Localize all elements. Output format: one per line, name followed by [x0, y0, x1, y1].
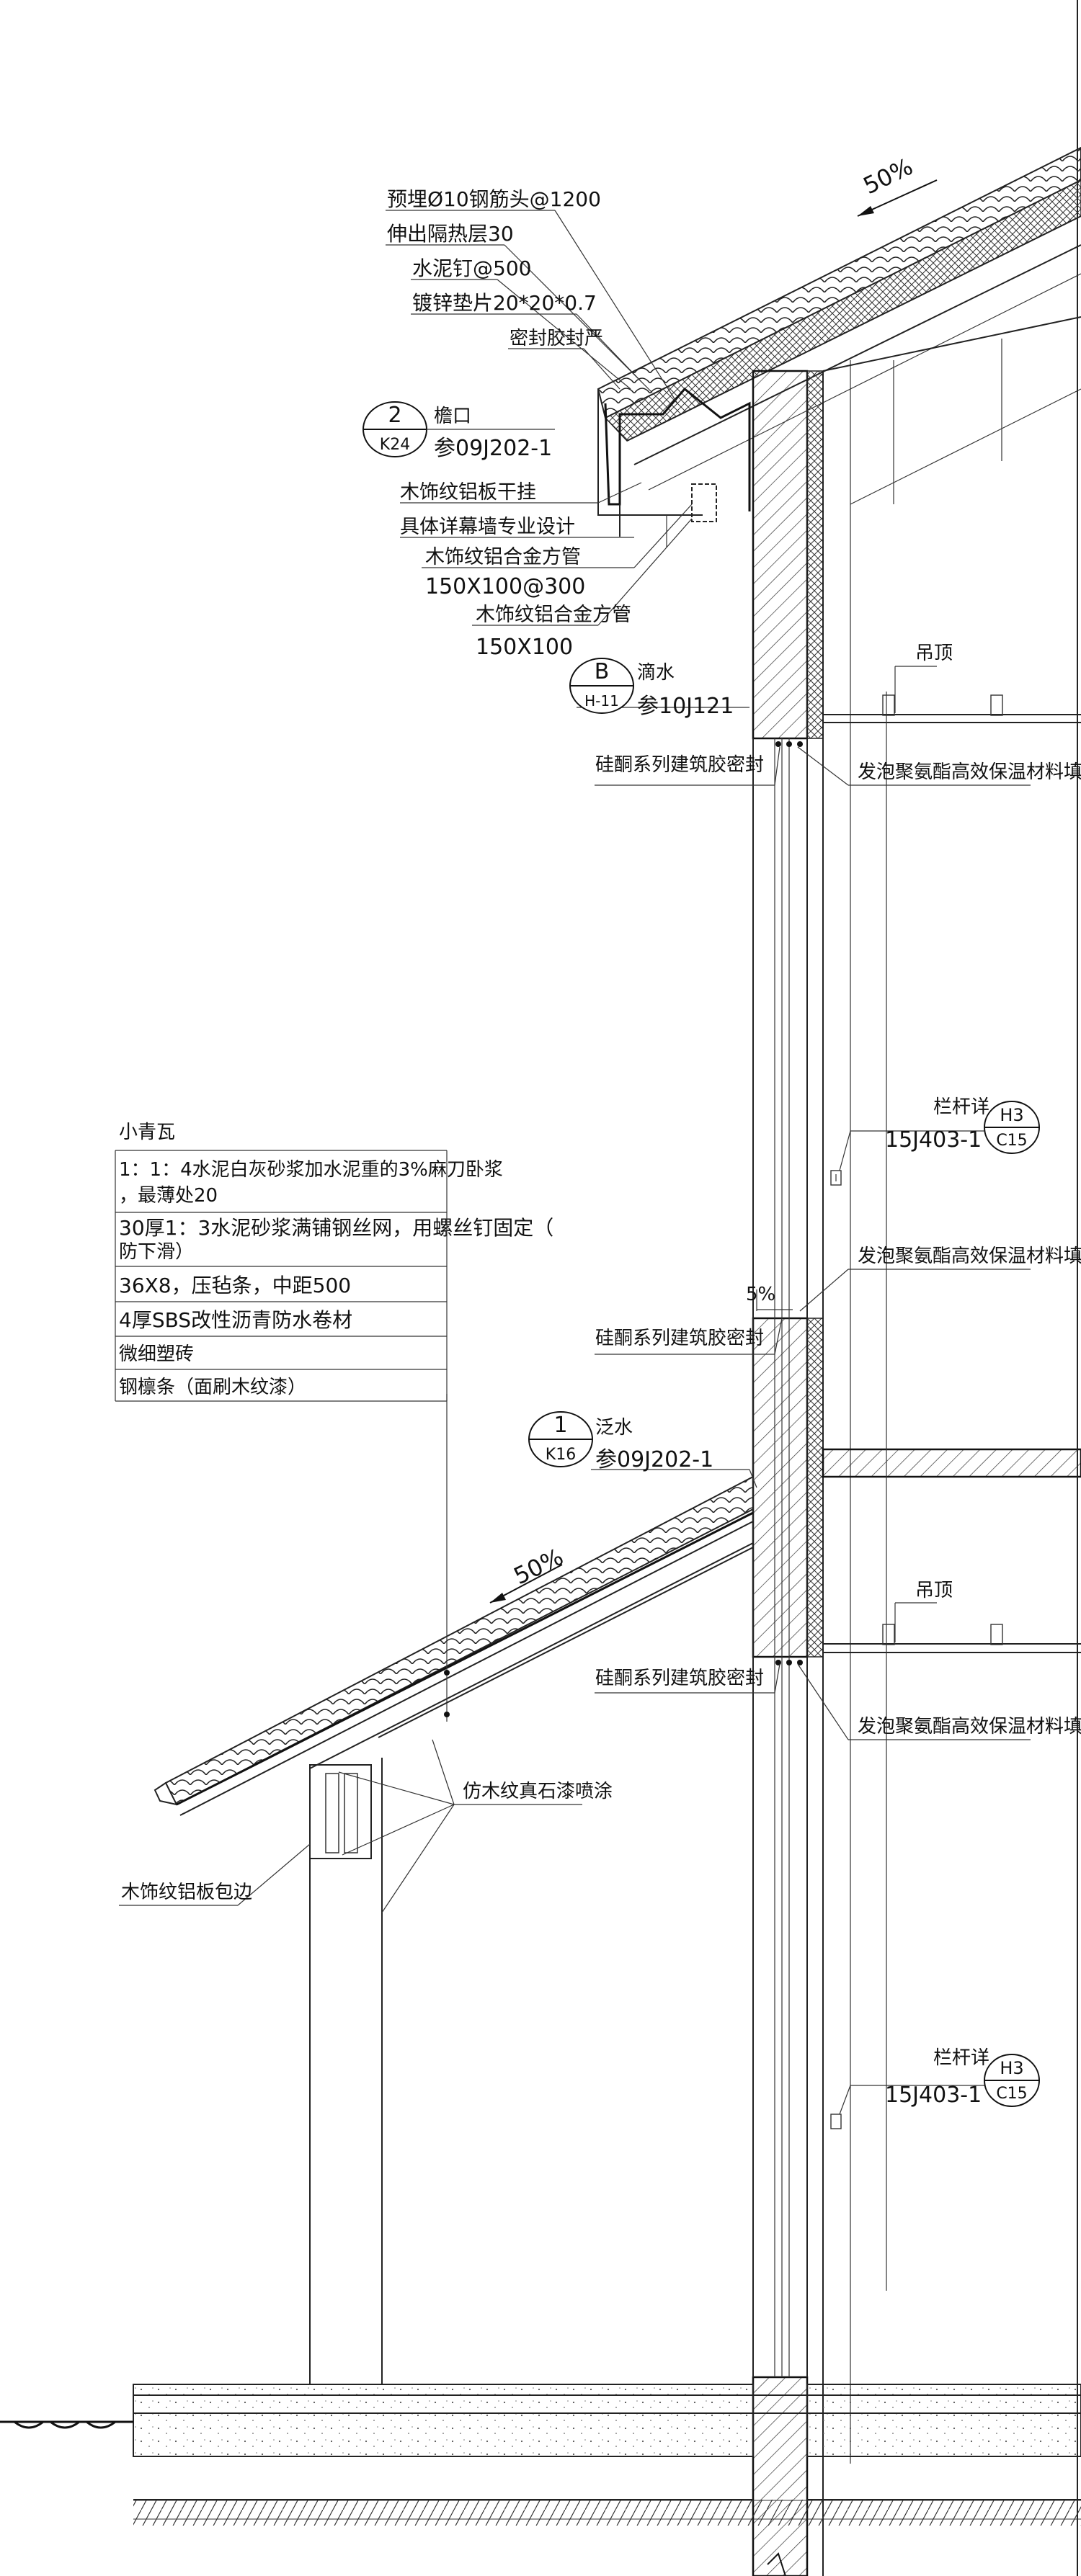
railing-ref-2-name: 栏杆详: [933, 2047, 989, 2069]
foam-label-3: 发泡聚氨酯高效保温材料填实: [858, 1716, 1081, 1738]
callout-washer: 镀锌垫片20*20*0.7: [412, 291, 597, 315]
grade-symbol: [0, 2420, 133, 2429]
lower-roof-tiles: [164, 1475, 754, 1806]
tube1-line1: 木饰纹铝合金方管: [425, 546, 581, 568]
ceiling-label-2: 吊顶: [915, 1580, 953, 1601]
roof-layer-3: 36X8，压毡条，中距500: [119, 1274, 351, 1297]
eave-ref-name: 檐口: [434, 406, 471, 427]
roof-layer-2a: 30厚1：3水泥砂浆满铺钢丝网，用螺丝钉固定（: [119, 1216, 553, 1240]
lower-callouts: 仿木纹真石漆喷涂 木饰纹铝板包边: [121, 1781, 613, 1903]
floor-slab: [822, 1448, 1081, 1478]
column-capital: [309, 1764, 372, 1859]
slope-small-label: 5%: [746, 1284, 775, 1305]
roof-layer-1a: 1：1：4水泥白灰砂浆加水泥重的3%麻刀卧浆: [119, 1159, 503, 1181]
roof-layer-4: 4厚SBS改性沥青防水卷材: [119, 1308, 352, 1332]
drip-ref-atlas: 参10J121: [637, 694, 734, 719]
flashing-detail-ref: 1 K16 泛水 参09J202-1: [528, 1411, 713, 1472]
callout-sealant: 密封胶封严: [510, 328, 603, 349]
flashing-ref-number: 1: [553, 1413, 567, 1438]
railing-post-1: [830, 1170, 842, 1186]
flashing-ref-sheet: K16: [546, 1446, 576, 1464]
upper-wall-hatch: [752, 370, 809, 740]
wall-labels: 硅酮系列建筑胶密封 发泡聚氨酯高效保温材料填实 吊顶 发泡聚氨酯高效保温材料填实…: [510, 643, 1081, 1738]
mid-wall-hatch: [752, 1317, 809, 1658]
base-wall-hatch: [752, 2376, 809, 2576]
railing-ref-1-atlas: 15J403-1: [885, 1127, 982, 1153]
flashing-ref-atlas: 参09J202-1: [595, 1447, 713, 1472]
exterior-wall: [752, 360, 851, 2576]
roof-layer-5: 微细塑砖: [119, 1343, 194, 1365]
interior-structure: [822, 0, 1081, 2576]
ground-section: [0, 2384, 1081, 2576]
railing-ref-2: 栏杆详 15J403-1 H3 C15: [885, 2047, 1040, 2108]
ground-earth: [133, 2500, 1081, 2526]
railing-ref-1-name: 栏杆详: [933, 1096, 989, 1118]
eave-callouts: 预埋Ø10钢筋头@1200 伸出隔热层30 水泥钉@500 镀锌垫片20*20*…: [387, 153, 917, 349]
foam-label-2: 发泡聚氨酯高效保温材料填实: [858, 1245, 1081, 1267]
leader-lines: [119, 210, 1031, 2291]
upper-wall-insulation: [806, 370, 824, 739]
drip-ref-sheet: H-11: [584, 692, 619, 710]
edge-wrap-label: 木饰纹铝板包边: [121, 1882, 252, 1903]
lower-roof: [154, 1394, 754, 1816]
column-finish-label: 仿木纹真石漆喷涂: [463, 1781, 613, 1802]
eave-gutter: [597, 387, 751, 547]
callout-nail: 水泥钉@500: [412, 256, 531, 280]
eave-ref-number: 2: [388, 403, 401, 428]
sealant-label-1: 硅酮系列建筑胶密封: [595, 754, 764, 776]
eave-detail-ref: 2 K24 檐口 参09J202-1: [362, 401, 555, 461]
roof-layer-1b: ，最薄处20: [119, 1185, 218, 1207]
cladding-callouts: 木饰纹铝板干挂 具体详幕墙专业设计 木饰纹铝合金方管 150X100@300 木…: [400, 481, 634, 660]
eave-ref-atlas: 参09J202-1: [434, 436, 552, 461]
cladding-line1: 木饰纹铝板干挂: [400, 481, 536, 504]
railing-post-2: [830, 2114, 842, 2129]
eave-ref-sheet: K24: [380, 436, 410, 454]
roof-layers-title: 小青瓦: [119, 1122, 175, 1143]
tube1-line2: 150X100@300: [425, 574, 585, 599]
ceiling-label-1: 吊顶: [915, 643, 953, 664]
upper-roof-tiles: [597, 146, 1081, 419]
lower-column: [309, 1758, 383, 2384]
callout-extend: 伸出隔热层30: [387, 222, 514, 246]
roof-layers-table: 小青瓦 1：1：4水泥白灰砂浆加水泥重的3%麻刀卧浆 ，最薄处20 30厚1：3…: [115, 1122, 553, 1402]
railing-ref-2-top: H3: [1000, 2058, 1023, 2078]
ground-slab: [133, 2384, 754, 2457]
aluminum-tube-1: [691, 483, 717, 522]
railing-ref-1: 栏杆详 15J403-1 H3 C15: [885, 1096, 1040, 1154]
upper-roof: [597, 146, 1081, 491]
cladding-line2: 具体详幕墙专业设计: [400, 516, 575, 538]
tube2-line2: 150X100: [476, 635, 573, 660]
roof-layer-6: 钢檩条（面刷木纹漆）: [119, 1377, 306, 1398]
sealant-label-3: 硅酮系列建筑胶密封: [595, 1668, 764, 1689]
railing-ref-1-top: H3: [1000, 1105, 1023, 1125]
drip-detail-ref: B H-11 滴水 参10J121: [569, 658, 734, 719]
railing-ref-2-atlas: 15J403-1: [885, 2083, 982, 2108]
railing-ref-1-bottom: C15: [996, 1132, 1027, 1150]
drip-ref-letter: B: [595, 659, 610, 684]
tube2-line1: 木饰纹铝合金方管: [476, 604, 631, 626]
sealant-label-2: 硅酮系列建筑胶密封: [595, 1328, 764, 1349]
foam-label-1: 发泡聚氨酯高效保温材料填实: [858, 761, 1081, 783]
flashing-ref-name: 泛水: [595, 1417, 633, 1439]
drip-ref-name: 滴水: [637, 662, 675, 684]
roof-layer-2b: 防下滑）: [119, 1241, 194, 1263]
railing-ref-2-bottom: C15: [996, 2085, 1027, 2103]
callout-rebar: 预埋Ø10钢筋头@1200: [387, 187, 601, 211]
mid-wall-insulation: [806, 1318, 824, 1658]
